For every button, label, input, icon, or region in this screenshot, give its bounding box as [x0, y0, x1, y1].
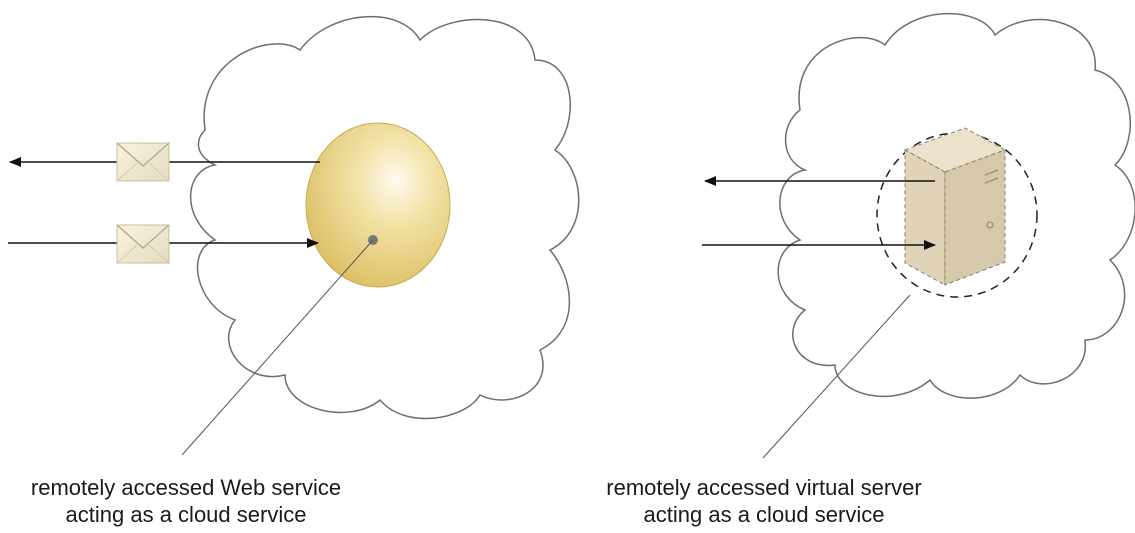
- envelope-icon: [116, 142, 170, 182]
- left-leader-line: [181, 239, 374, 456]
- web-service-sphere: [305, 122, 451, 288]
- virtual-server-caption-line2: acting as a cloud service: [643, 502, 885, 527]
- right-leader-line: [762, 294, 911, 459]
- server-icon: [903, 127, 1007, 286]
- web-service-caption: remotely accessed Web service acting as …: [0, 474, 372, 528]
- envelope-icon: [116, 224, 170, 264]
- virtual-server-caption: remotely accessed virtual server acting …: [574, 474, 954, 528]
- web-service-caption-line1: remotely accessed Web service: [30, 475, 342, 500]
- web-service-caption-line2: acting as a cloud service: [65, 502, 307, 527]
- virtual-server-caption-line1: remotely accessed virtual server: [606, 475, 922, 500]
